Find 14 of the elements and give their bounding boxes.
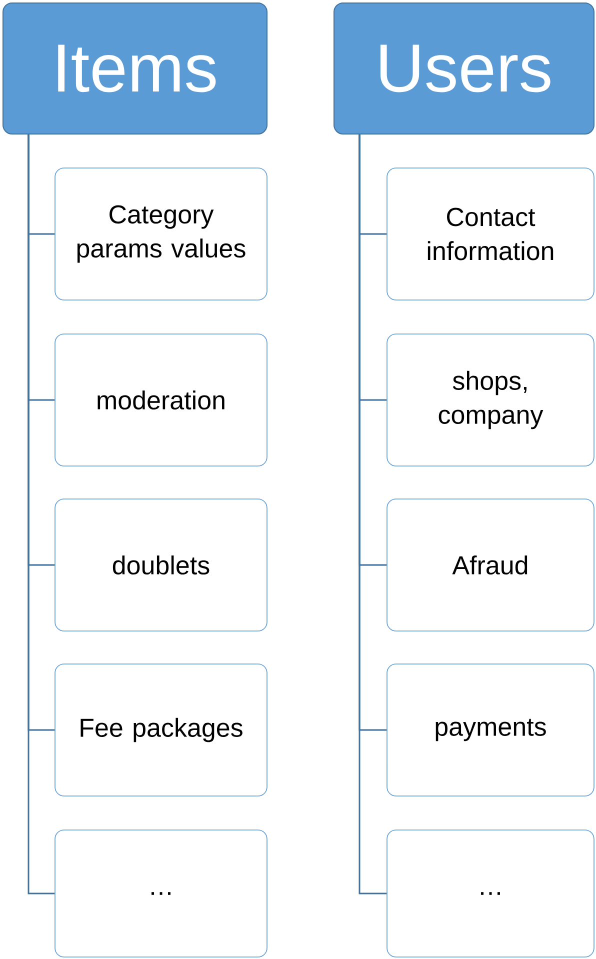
- item-box: Fee packages: [54, 664, 268, 796]
- item-box: doublets: [54, 498, 268, 632]
- connector-line: [358, 134, 387, 894]
- item-box: Afraud: [386, 498, 594, 632]
- item-box: shops, company: [386, 334, 594, 466]
- header-box: Items: [2, 2, 268, 134]
- item-box: Contact information: [386, 168, 594, 300]
- item-box: …: [54, 830, 268, 958]
- connector-line: [28, 134, 55, 894]
- item-box: …: [386, 830, 594, 958]
- header-box: Users: [334, 2, 594, 134]
- item-box: payments: [386, 664, 594, 796]
- item-box: moderation: [54, 334, 268, 466]
- item-box: Category params values: [54, 168, 268, 300]
